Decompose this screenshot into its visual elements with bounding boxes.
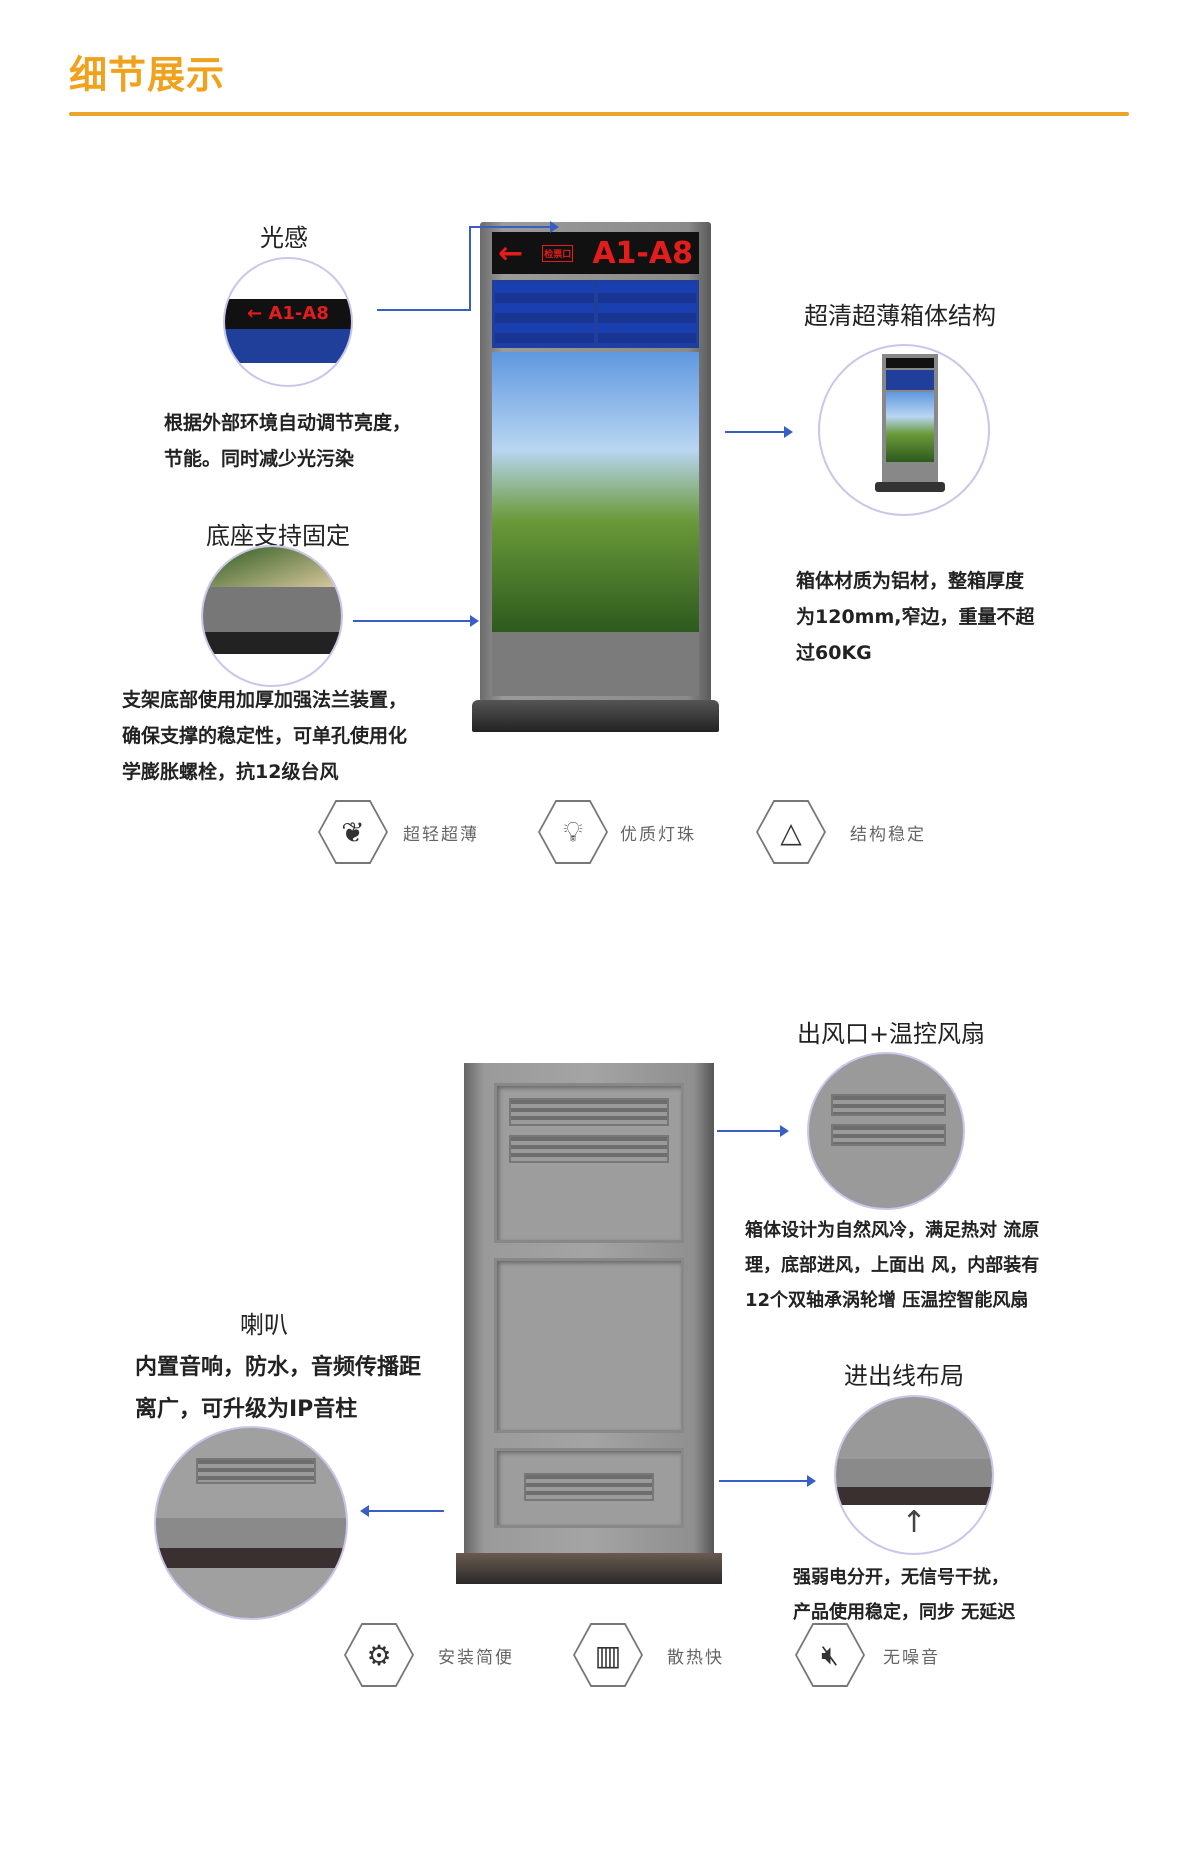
gate-range: A1-A8 [592,235,693,271]
kiosk-front-image: ← 检票口 A1-A8 [472,222,719,732]
feature-label: 安装简便 [438,1648,514,1668]
arrow-right-icon [807,1475,816,1487]
cabinet-zoom-image [818,344,990,516]
feature-label: 优质灯珠 [620,825,696,845]
gate-label: 检票口 [542,244,574,262]
triangle-icon: △ [758,802,824,862]
speaker-zoom-image [154,1426,348,1620]
heater-icon: ▥ [575,1625,641,1685]
wiring-title: 进出线布局 [844,1362,964,1390]
arrow-left-icon [360,1505,369,1517]
base-desc: 支架底部使用加厚加强法兰装置，确保支撑的稳定性，可单孔使用化学膨胀螺栓，抗12级… [122,689,408,783]
light-sensor-desc: 根据外部环境自动调节亮度，节能。同时减少光污染 [164,412,412,470]
speaker-desc: 内置音响，防水，音频传播距离广，可升级为IP音柱 [135,1355,422,1422]
feature-badge: 🔇︎ [795,1623,865,1687]
base-zoom-image [201,545,343,687]
feature-badge: 💡︎ [538,800,608,864]
feather-icon: ❦ [320,802,386,862]
arrow-right-icon [550,221,559,233]
arrow-right-icon [470,615,479,627]
feature-label: 无噪音 [883,1648,940,1668]
title-underline [69,112,1129,116]
feature-badge: ⚙ [344,1623,414,1687]
arrow-right-icon [784,426,793,438]
gear-hand-icon: ⚙ [346,1625,412,1685]
light-sensor-zoom-image: ← A1-A8 [223,257,353,387]
arrow-right-icon [780,1125,789,1137]
feature-label: 结构稳定 [850,825,926,845]
kiosk-back-image [456,1063,722,1584]
schedule-board [492,280,699,348]
feature-label: 散热快 [667,1648,724,1668]
lightbulb-icon: 💡︎ [540,802,606,862]
light-sensor-title: 光感 [260,224,308,252]
page-title: 细节展示 [69,53,226,97]
poster-screen [492,352,699,632]
kiosk-sign: ← 检票口 A1-A8 [492,232,699,274]
feature-badge: ▥ [573,1623,643,1687]
arrow-up-icon: ↑ [901,1505,927,1540]
cabinet-desc: 箱体材质为铝材，整箱厚度为120mm,窄边，重量不超过60KG [796,570,1035,664]
speaker-title: 喇叭 [240,1311,288,1339]
feature-badge: ❦ [318,800,388,864]
cabinet-title: 超清超薄箱体结构 [804,302,996,330]
vent-zoom-image [807,1052,965,1210]
feature-label: 超轻超薄 [403,825,479,845]
feature-badge: △ [756,800,826,864]
arrow-left-icon: ← [498,235,524,271]
wiring-zoom-image: ↑ [834,1395,994,1555]
wiring-desc: 强弱电分开，无信号干扰，产品使用稳定，同步 无延迟 [793,1567,1016,1623]
mute-speaker-icon: 🔇︎ [797,1625,863,1685]
vent-title: 出风口+温控风扇 [796,1020,986,1048]
